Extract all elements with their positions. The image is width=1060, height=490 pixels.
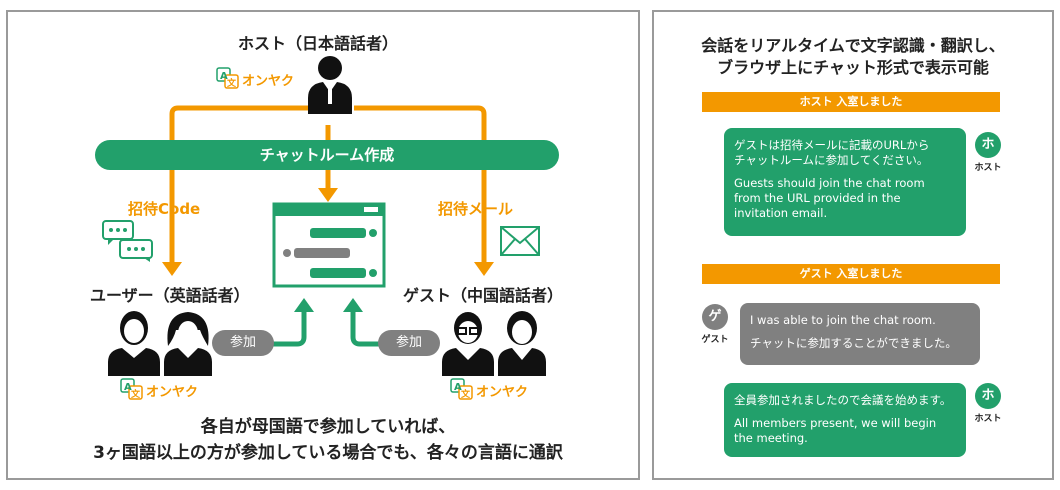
host-avatar: ホ xyxy=(975,132,1001,158)
host-left-line xyxy=(169,105,308,140)
msg1-en-line3: invitation email. xyxy=(734,206,828,220)
msg3-en-line1: All members present, we will begin xyxy=(734,416,937,430)
logo-text: オンヤク xyxy=(146,385,199,400)
right-title-line-1: 会話をリアルタイムで文字認識・翻訳し、 xyxy=(701,36,1005,55)
host-person-icon xyxy=(308,56,352,114)
right-arrow-head xyxy=(474,262,494,276)
msg1-jp-line1: ゲストは招待メールに記載のURLから xyxy=(734,138,930,152)
banner-host-entered: ホスト 入室しました xyxy=(702,92,1000,112)
message-host-2: 全員参加されましたので会議を始めます。 All members present,… xyxy=(724,383,966,457)
left-diagram-panel: ホスト（日本語話者） A 文 オンヤク チャットルーム作成 招待Code 招待メ… xyxy=(6,10,640,480)
message-guest-1: I was able to join the chat room. チャットに参… xyxy=(740,303,980,365)
logo-text: オンヤク xyxy=(476,385,529,400)
right-chat-panel: 会話をリアルタイムで文字認識・翻訳し、 ブラウザ上にチャット形式で表示可能 ホス… xyxy=(652,10,1054,480)
chat-bubbles-icon xyxy=(102,220,153,262)
flow-lines xyxy=(162,105,494,347)
chatroom-create-bar: チャットルーム作成 xyxy=(95,140,559,170)
msg1-jp-line2: チャットルームに参加してください。 xyxy=(734,153,929,167)
center-arrow-head xyxy=(318,188,338,202)
guest-join-arrow xyxy=(343,298,363,312)
onyaku-logo-guests: A 文 オンヤク xyxy=(450,378,545,400)
host-title: ホスト（日本語話者） xyxy=(237,34,398,53)
left-arrow-head xyxy=(162,262,182,276)
msg3-en-line2: the meeting. xyxy=(734,431,808,445)
host-avatar: ホ xyxy=(975,383,1001,409)
msg2-jp: チャットに参加することができました。 xyxy=(750,336,957,350)
invite-mail-label: 招待メール xyxy=(438,200,514,218)
translate-icon: A 文 xyxy=(216,67,239,89)
summary-line-1: 各自が母国語で参加していれば、 xyxy=(200,417,456,437)
onyaku-logo-users: A 文 オンヤク xyxy=(120,378,215,400)
msg2-en: I was able to join the chat room. xyxy=(750,313,936,327)
svg-text:A: A xyxy=(220,71,228,82)
chat-window-icon xyxy=(272,202,386,288)
user-join-arrow xyxy=(294,298,314,312)
translate-icon: A 文 xyxy=(450,378,473,400)
banner-guest-entered: ゲスト 入室しました xyxy=(702,264,1000,284)
chinese-guests-icon xyxy=(442,311,546,376)
svg-text:A: A xyxy=(454,382,462,393)
user-join-line xyxy=(268,310,307,347)
user-group-title: ユーザー（英語話者） xyxy=(90,286,250,305)
host-avatar-label: ホスト xyxy=(974,414,1002,424)
svg-text:文: 文 xyxy=(226,77,237,89)
invite-code-label: 招待Code xyxy=(128,200,201,218)
english-users-icon xyxy=(108,311,212,376)
message-host-1: ゲストは招待メールに記載のURLから チャットルームに参加してください。 Gue… xyxy=(724,128,966,236)
translate-icon: A 文 xyxy=(120,378,143,400)
summary-line-2: 3ヶ国語以上の方が参加している場合でも、各々の言語に通訳 xyxy=(93,443,563,463)
mail-icon xyxy=(500,226,540,256)
svg-text:A: A xyxy=(124,382,132,393)
guest-group-title: ゲスト（中国語話者） xyxy=(403,286,564,305)
msg3-jp: 全員参加されましたので会議を始めます。 xyxy=(734,393,952,407)
host-right-line xyxy=(354,105,487,140)
user-join-label: 参加 xyxy=(212,330,274,356)
logo-text: オンヤク xyxy=(242,74,295,89)
guest-avatar: ゲ xyxy=(702,304,728,330)
guest-avatar-label: ゲスト xyxy=(701,335,729,345)
guest-join-label: 参加 xyxy=(378,330,440,356)
msg1-en-line1: Guests should join the chat room xyxy=(734,176,925,190)
svg-text:文: 文 xyxy=(460,388,471,400)
svg-text:文: 文 xyxy=(130,388,141,400)
right-title-line-2: ブラウザ上にチャット形式で表示可能 xyxy=(717,58,989,77)
onyaku-logo-host: A 文 オンヤク xyxy=(216,67,311,89)
host-avatar-label: ホスト xyxy=(974,163,1002,173)
msg1-en-line2: from the URL provided in the xyxy=(734,191,901,205)
guest-join-line xyxy=(350,310,390,347)
